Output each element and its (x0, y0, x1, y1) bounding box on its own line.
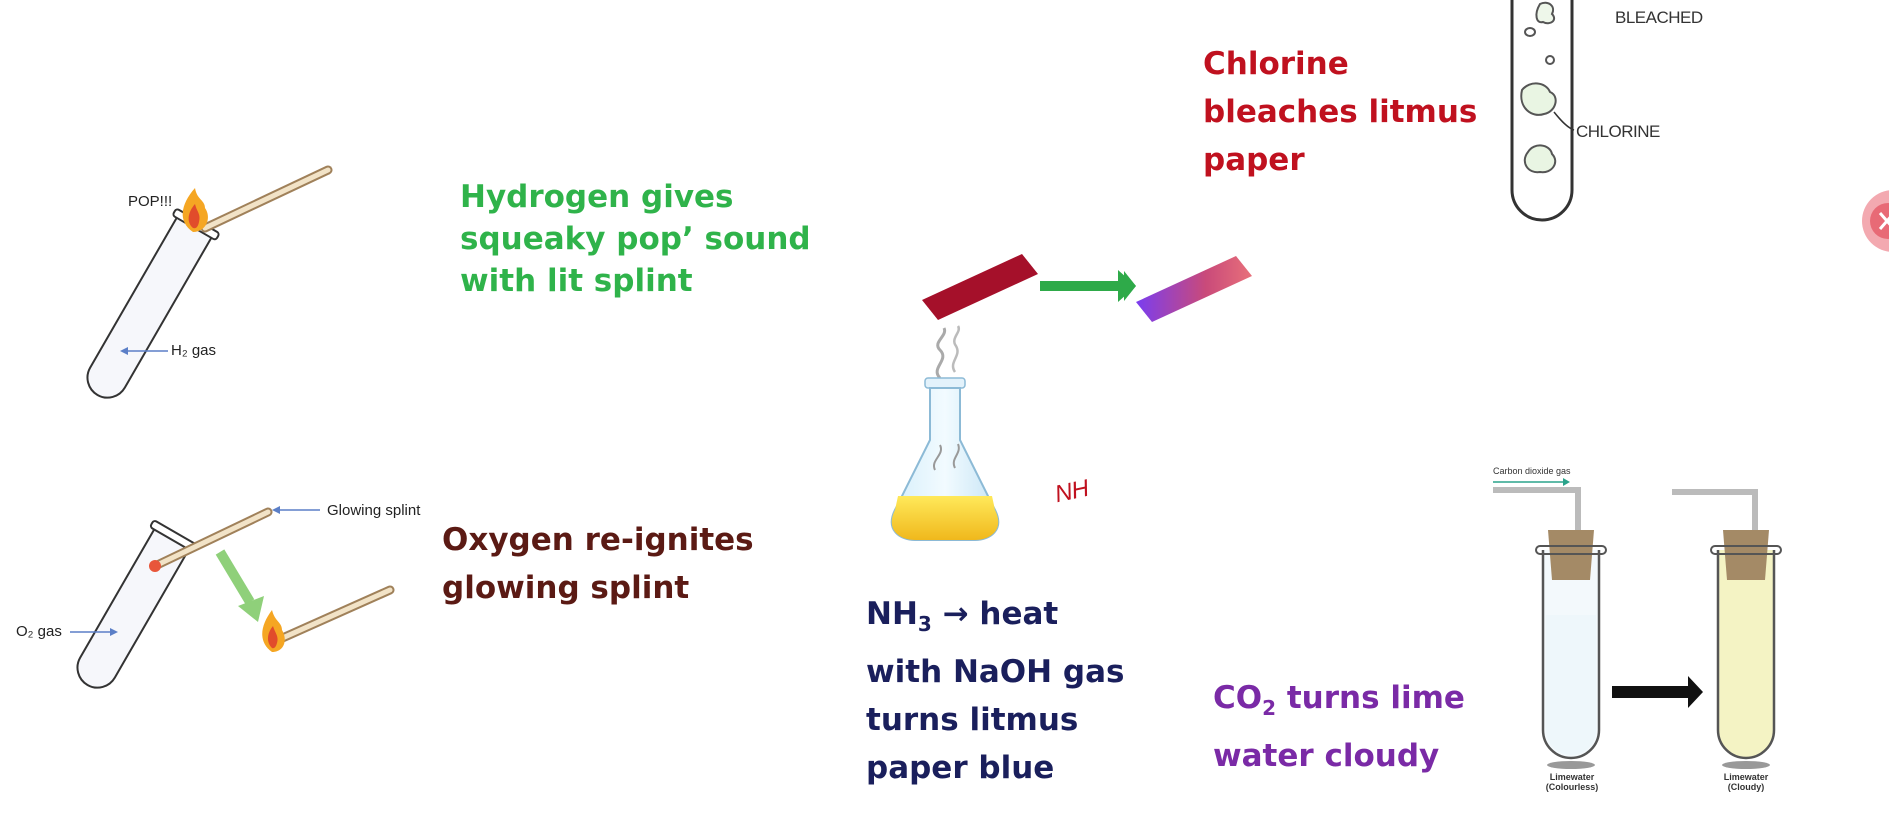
limewater-colourless-label: Limewater (Colourless) (1536, 772, 1608, 792)
co2-subscript: 2 (1262, 696, 1277, 721)
chlorine-caption-line-2: bleaches litmus (1203, 94, 1478, 130)
nh3-subscript: 3 (917, 612, 932, 637)
limewater-tube-cloudy (1672, 489, 1782, 769)
ammonia-caption: NH3 → heat with NaOH gas turns litmus pa… (866, 590, 1124, 792)
limewater-cloudy-label: Limewater (Cloudy) (1710, 772, 1782, 792)
limewater-cloudy-label-line-2: (Cloudy) (1727, 782, 1765, 792)
blue-litmus-paper (1136, 256, 1252, 322)
oxygen-caption-line-1: Oxygen re-ignites (442, 522, 754, 558)
h2-gas-label: H₂ gas (171, 342, 217, 359)
green-right-arrow-icon (1040, 270, 1136, 302)
side-close-button[interactable] (1862, 190, 1889, 252)
hydrogen-caption-line-2: squeaky pop’ sound (460, 221, 811, 257)
hydrogen-caption-line-3: with lit splint (460, 263, 693, 299)
co2-rest-text: turns lime (1276, 680, 1465, 716)
nh3-formula: NH (866, 596, 918, 632)
chlorine-caption-line-1: Chlorine (1203, 46, 1349, 82)
nh3-heat-text: → heat (931, 596, 1059, 632)
pop-label: POP!!! (128, 193, 173, 210)
red-litmus-paper (922, 254, 1038, 320)
green-down-arrow-icon (215, 549, 264, 622)
bleached-label: BLEACHED (1615, 8, 1703, 27)
glowing-ember-icon (149, 560, 161, 572)
o2-gas-label: O₂ gas (16, 623, 62, 640)
limewater-colourless-label-line-1: Limewater (1549, 772, 1595, 782)
glowing-splint-label: Glowing splint (327, 502, 421, 519)
chlorine-caption-line-3: paper (1203, 142, 1305, 178)
ammonia-caption-line-1: NH3 → heat (866, 590, 1124, 648)
oxygen-caption-line-2: glowing splint (442, 570, 690, 606)
co2-caption-line-2: water cloudy (1213, 738, 1440, 775)
hydrogen-caption-line-1: Hydrogen gives (460, 179, 734, 215)
ammonia-caption-line-3: turns litmus (866, 702, 1079, 739)
black-right-arrow-icon (1612, 676, 1703, 708)
limewater-tube-colourless (1493, 487, 1607, 769)
close-icon (1870, 203, 1889, 239)
co2-formula: CO (1213, 680, 1263, 716)
hydrogen-caption: Hydrogen gives squeaky pop’ sound with l… (460, 176, 811, 302)
ammonia-caption-line-4: paper blue (866, 750, 1055, 787)
co2-gas-label: Carbon dioxide gas (1493, 466, 1571, 476)
limewater-cloudy-label-line-1: Limewater (1723, 772, 1769, 782)
co2-caption: CO2 turns lime water cloudy (1213, 674, 1465, 780)
chlorine-gas-label: CHLORINE (1576, 122, 1660, 141)
conical-flask-icon (890, 377, 1000, 541)
oxygen-caption: Oxygen re-ignites glowing splint (442, 516, 754, 612)
co2-caption-line-1: CO2 turns lime (1213, 674, 1465, 732)
limewater-colourless-label-line-2: (Colourless) (1545, 782, 1599, 792)
chlorine-caption: Chlorine bleaches litmus paper (1203, 40, 1477, 184)
ammonia-caption-line-2: with NaOH gas (866, 654, 1125, 691)
